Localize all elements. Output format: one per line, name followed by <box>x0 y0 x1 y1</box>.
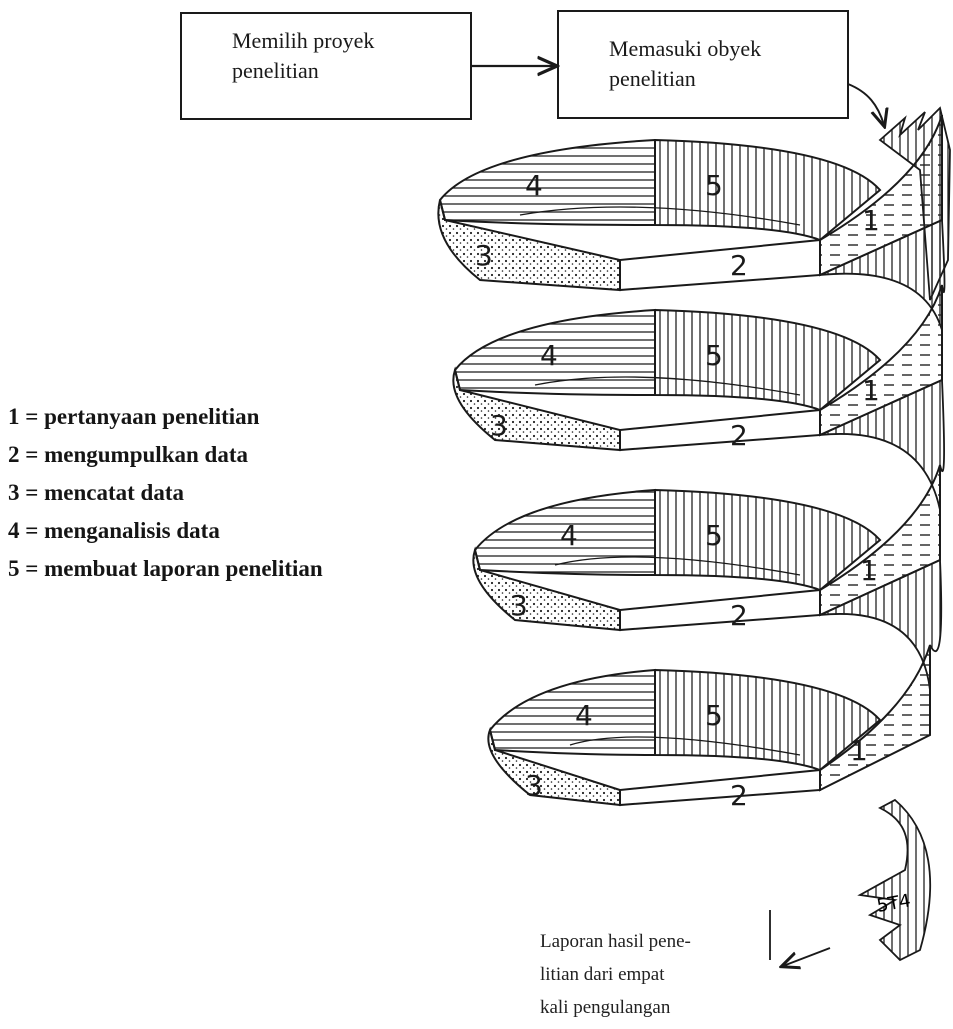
note-line-3: kali pengulangan <box>540 997 671 1018</box>
ring-3-label-4: 4 <box>560 519 578 552</box>
note-line-1: Laporan hasil pene- <box>540 931 691 952</box>
ring-1-segment-2 <box>619 238 821 292</box>
ring-2-label-3: 3 <box>490 409 508 442</box>
spiral-ring-3: 1 2 3 4 5 <box>472 464 941 632</box>
ring-2-inner-edge <box>534 376 801 396</box>
legend-item-4: 4 = menganalisis data <box>8 518 220 543</box>
ring-4-label-2: 2 <box>730 779 748 812</box>
box-memilih-proyek: Memilih proyek penelitian <box>180 12 472 120</box>
legend: 1 = pertanyaan penelitian 2 = mengumpulk… <box>8 398 323 588</box>
ring-1-label-3: 3 <box>475 239 493 272</box>
ring-1-segment-5 <box>654 138 882 242</box>
ring-2-label-4: 4 <box>540 339 558 372</box>
ring-3-segment-2 <box>619 588 821 632</box>
ring-4-segment-4 <box>488 668 656 757</box>
ring-4-segment-1 <box>819 644 931 792</box>
box-memasuki-obyek: Memasuki obyek penelitian <box>557 10 849 119</box>
ring-3-label-1: 1 <box>860 554 878 587</box>
ring-1-label-2: 2 <box>730 249 748 282</box>
ring-1-segment-1 <box>819 114 943 277</box>
ring-4-segment-2 <box>619 768 821 807</box>
ring-4-inner-edge <box>569 736 801 756</box>
ring-1-segment-4 <box>438 138 656 227</box>
legend-item-1: 1 = pertanyaan penelitian <box>8 404 260 429</box>
ring-1-inner-edge <box>519 206 801 226</box>
spiral-exit-tail <box>857 798 932 962</box>
ring-4-label-3: 3 <box>525 769 543 802</box>
ring-2-segment-2 <box>619 408 821 452</box>
ring-1-label-5: 5 <box>705 169 723 202</box>
note-arrow <box>783 947 831 966</box>
legend-item-2: 2 = mengumpulkan data <box>8 442 248 467</box>
ring-2-segment-1 <box>819 284 943 437</box>
ring-4-label-5: 5 <box>705 699 723 732</box>
entry-arrow <box>847 83 884 125</box>
ring-4-label-1: 1 <box>850 734 868 767</box>
ring-1-label-1: 1 <box>862 204 880 237</box>
legend-item-3: 3 = mencatat data <box>8 480 184 505</box>
spiral-ring-2: 1 2 3 4 5 <box>452 284 943 452</box>
ring-2-label-2: 2 <box>730 419 748 452</box>
ring-4-label-4: 4 <box>575 699 593 732</box>
ring-3-inner-edge <box>554 556 801 576</box>
ring-3-label-5: 5 <box>705 519 723 552</box>
ring-1-label-4: 4 <box>525 169 543 202</box>
ring-2-segment-5 <box>654 308 882 412</box>
spiral-ring-1: 1 2 3 4 5 <box>437 114 943 292</box>
final-report-note: Laporan hasil pene- litian dari empat ka… <box>540 925 691 1024</box>
ring-3-label-2: 2 <box>730 599 748 632</box>
ring-4-segment-5 <box>654 668 882 772</box>
box-memilih-proyek-text: Memilih proyek penelitian <box>232 28 375 83</box>
legend-item-5: 5 = membuat laporan penelitian <box>8 556 323 581</box>
ring-3-segment-1 <box>819 464 941 617</box>
note-line-2: litian dari empat <box>540 964 665 985</box>
ring-2-label-5: 5 <box>705 339 723 372</box>
ring-3-segment-5 <box>654 488 882 592</box>
ring-2-label-1: 1 <box>862 374 880 407</box>
ring-3-label-3: 3 <box>510 589 528 622</box>
box-memasuki-obyek-text: Memasuki obyek penelitian <box>609 36 762 91</box>
spiral-ring-4: 1 2 3 4 5 <box>487 644 931 812</box>
